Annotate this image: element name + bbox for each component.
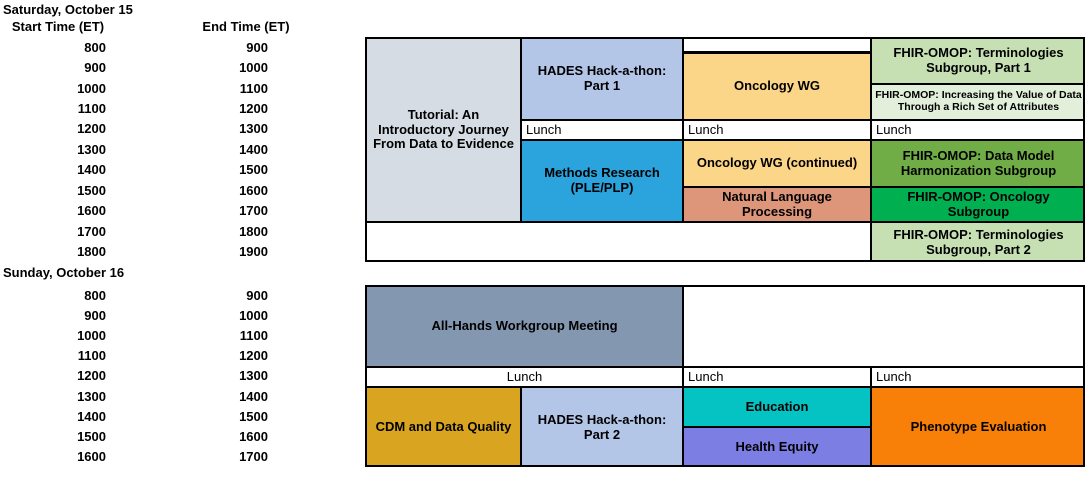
- end-time: 1300: [239, 368, 268, 384]
- event-oncology-wg-continued: Oncology WG (continued): [682, 139, 870, 186]
- end-time: 1600: [239, 182, 268, 198]
- start-time: 1600: [77, 449, 106, 465]
- time-row: 1600 1700: [0, 201, 268, 221]
- time-row: 1500 1600: [0, 180, 268, 200]
- event-fhir-omop-terminologies-part2: FHIR-OMOP: Terminologies Subgroup, Part …: [870, 221, 1085, 262]
- start-time: 1800: [77, 244, 106, 260]
- lunch-cell: Lunch: [870, 366, 1085, 386]
- empty-cell: [682, 37, 870, 51]
- start-time: 1200: [77, 368, 106, 384]
- time-row: 1100 1200: [0, 98, 268, 118]
- event-fhir-omop-increasing-value: FHIR-OMOP: Increasing the Value of Data …: [870, 83, 1085, 119]
- end-time: 1200: [239, 348, 268, 364]
- time-row: 1000 1100: [0, 325, 268, 345]
- start-time: 800: [84, 39, 106, 55]
- start-time: 1000: [77, 328, 106, 344]
- end-time: 1500: [239, 162, 268, 178]
- start-time: 1100: [77, 101, 106, 117]
- event-hades-hackathon-part1: HADES Hack-a-thon: Part 1: [520, 37, 682, 119]
- end-time: 1900: [239, 244, 268, 260]
- start-time: 1300: [77, 141, 106, 157]
- saturday-schedule-grid: Tutorial: An Introductory Journey From D…: [365, 37, 1085, 262]
- time-row: 1400 1500: [0, 406, 268, 426]
- event-fhir-omop-terminologies-part1: FHIR-OMOP: Terminologies Subgroup, Part …: [870, 37, 1085, 83]
- end-time: 1500: [239, 408, 268, 424]
- sunday-times: 800 900 900 1000 1000 1100 1100 1200 120…: [0, 285, 268, 467]
- end-time: 1000: [239, 60, 268, 76]
- time-row: 1400 1500: [0, 160, 268, 180]
- empty-cell: [682, 285, 1085, 366]
- start-time: 1100: [77, 348, 106, 364]
- end-time: 1600: [239, 429, 268, 445]
- empty-cell: [365, 221, 870, 262]
- time-row: 1300 1400: [0, 386, 268, 406]
- end-time: 1800: [239, 223, 268, 239]
- end-time: 1200: [239, 101, 268, 117]
- time-row: 1500 1600: [0, 427, 268, 447]
- time-row: 1700 1800: [0, 221, 268, 241]
- event-cdm-and-data-quality: CDM and Data Quality: [365, 386, 520, 467]
- sunday-schedule-grid: All-Hands Workgroup Meeting Lunch Lunch …: [365, 285, 1085, 467]
- time-row: 900 1000: [0, 305, 268, 325]
- event-natural-language-processing: Natural Language Processing: [682, 186, 870, 221]
- start-time: 1200: [77, 121, 106, 137]
- end-time: 900: [246, 39, 268, 55]
- end-time: 900: [246, 287, 268, 303]
- time-row: 1200 1300: [0, 119, 268, 139]
- lunch-cell: Lunch: [682, 119, 870, 139]
- sunday-header: Sunday, October 16: [3, 265, 125, 280]
- start-time: 900: [84, 60, 106, 76]
- event-methods-research: Methods Research (PLE/PLP): [520, 139, 682, 221]
- start-time: 1400: [77, 408, 106, 424]
- time-row: 1600 1700: [0, 447, 268, 467]
- time-row: 1800 1900: [0, 241, 268, 261]
- time-row: 1000 1100: [0, 78, 268, 98]
- lunch-cell: Lunch: [520, 119, 682, 139]
- end-time: 1400: [239, 141, 268, 157]
- time-row: 1100 1200: [0, 346, 268, 366]
- event-health-equity: Health Equity: [682, 426, 870, 467]
- time-row: 900 1000: [0, 57, 268, 77]
- start-time: 1500: [77, 429, 106, 445]
- start-time-column-header: Start Time (ET): [11, 19, 105, 34]
- end-time: 1700: [239, 203, 268, 219]
- event-fhir-omop-data-model-harmonization: FHIR-OMOP: Data Model Harmonization Subg…: [870, 139, 1085, 186]
- start-time: 1700: [77, 223, 106, 239]
- time-row: 800 900: [0, 37, 268, 57]
- end-time: 1100: [239, 80, 268, 96]
- time-row: 800 900: [0, 285, 268, 305]
- saturday-times: 800 900 900 1000 1000 1100 1100 1200 120…: [0, 37, 268, 262]
- start-time: 800: [84, 287, 106, 303]
- event-education: Education: [682, 386, 870, 426]
- time-row: 1200 1300: [0, 366, 268, 386]
- start-time: 1400: [77, 162, 106, 178]
- event-all-hands-workgroup-meeting: All-Hands Workgroup Meeting: [365, 285, 682, 366]
- end-time-column-header: End Time (ET): [202, 19, 290, 34]
- end-time: 1700: [239, 449, 268, 465]
- event-hades-hackathon-part2: HADES Hack-a-thon: Part 2: [520, 386, 682, 467]
- end-time: 1400: [239, 388, 268, 404]
- end-time: 1000: [239, 307, 268, 323]
- start-time: 1300: [77, 388, 106, 404]
- end-time: 1100: [239, 328, 268, 344]
- start-time: 1600: [77, 203, 106, 219]
- event-fhir-omop-oncology-subgroup: FHIR-OMOP: Oncology Subgroup: [870, 186, 1085, 221]
- lunch-cell: Lunch: [682, 366, 870, 386]
- time-row: 1300 1400: [0, 139, 268, 159]
- start-time: 1000: [77, 80, 106, 96]
- lunch-cell: Lunch: [870, 119, 1085, 139]
- end-time: 1300: [239, 121, 268, 137]
- event-phenotype-evaluation: Phenotype Evaluation: [870, 386, 1085, 467]
- start-time: 900: [84, 307, 106, 323]
- saturday-header: Saturday, October 15: [3, 2, 133, 17]
- event-oncology-wg: Oncology WG: [682, 51, 870, 119]
- lunch-cell: Lunch: [365, 366, 682, 386]
- start-time: 1500: [77, 182, 106, 198]
- event-tutorial: Tutorial: An Introductory Journey From D…: [365, 37, 520, 221]
